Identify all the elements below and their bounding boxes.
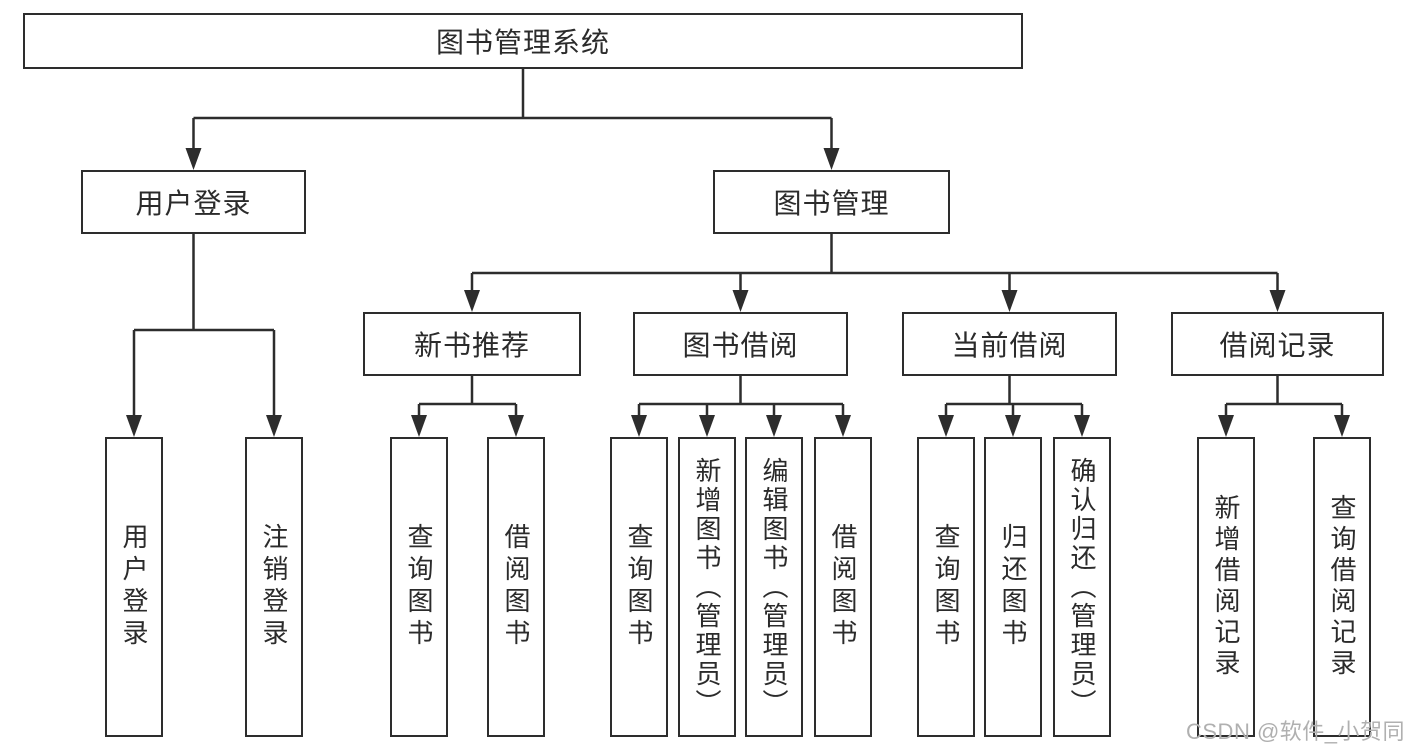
leaf-records-add-record-label: 新增借阅记录 [1211,494,1241,680]
leaf-borrow-query-books: 查询图书 [610,437,668,737]
leaf-current-return-books: 归还图书 [984,437,1042,737]
node-borrow-records-label: 借阅记录 [1219,330,1336,361]
leaf-borrow-query-books-label: 查询图书 [624,523,654,651]
node-new-book-recommend: 新书推荐 [363,312,581,376]
node-book-management: 图书管理 [713,170,950,234]
node-borrow-records: 借阅记录 [1171,312,1384,376]
node-current-borrow: 当前借阅 [902,312,1117,376]
leaf-current-query-books-label: 查询图书 [931,523,961,651]
leaf-borrow-add-books-admin-label: 新增图书（管理员） [692,456,722,718]
node-current-borrow-label: 当前借阅 [951,330,1068,361]
leaf-current-query-books: 查询图书 [917,437,975,737]
node-user-login: 用户登录 [81,170,306,234]
watermark-text: CSDN @软件_小贺同学 [1186,719,1405,744]
leaf-logout-label: 注销登录 [259,523,289,651]
leaf-records-query-record-label: 查询借阅记录 [1327,494,1357,680]
leaf-newbook-query-books-label: 查询图书 [404,523,434,651]
node-root-label: 图书管理系统 [435,27,610,58]
leaf-current-confirm-return-admin: 确认归还（管理员） [1053,437,1111,737]
leaf-borrow-add-books-admin: 新增图书（管理员） [678,437,736,737]
leaf-borrow-borrow-books-label: 借阅图书 [828,523,858,651]
leaf-borrow-edit-books-admin-label: 编辑图书（管理员） [759,456,789,718]
leaf-newbook-borrow-books: 借阅图书 [487,437,545,737]
leaf-records-add-record: 新增借阅记录 [1197,437,1255,737]
node-user-login-label: 用户登录 [135,188,252,219]
leaf-current-confirm-return-admin-label: 确认归还（管理员） [1067,456,1097,718]
leaf-borrow-edit-books-admin: 编辑图书（管理员） [745,437,803,737]
leaf-borrow-borrow-books: 借阅图书 [814,437,872,737]
leaf-user-login-label: 用户登录 [119,523,149,651]
leaf-logout: 注销登录 [245,437,303,737]
leaf-user-login: 用户登录 [105,437,163,737]
node-book-management-label: 图书管理 [773,188,890,219]
node-book-borrow: 图书借阅 [633,312,848,376]
leaf-newbook-query-books: 查询图书 [390,437,448,737]
node-root-system: 图书管理系统 [23,13,1023,69]
leaf-records-query-record: 查询借阅记录 [1313,437,1371,737]
node-book-borrow-label: 图书借阅 [682,330,799,361]
leaf-newbook-borrow-books-label: 借阅图书 [501,523,531,651]
node-new-book-recommend-label: 新书推荐 [413,330,530,361]
leaf-current-return-books-label: 归还图书 [998,523,1028,651]
